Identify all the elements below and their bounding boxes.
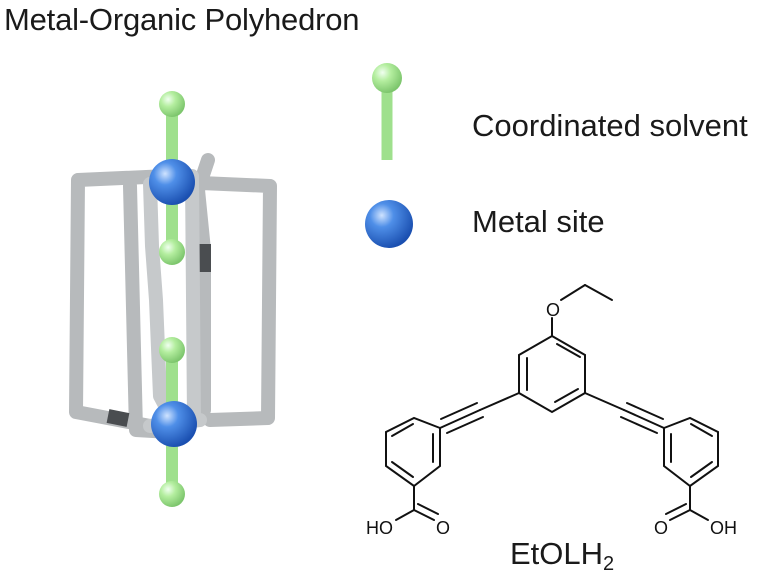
- ligand-atom-labels: O HO O O OH: [366, 300, 737, 538]
- left-hydroxyl-label: HO: [366, 518, 393, 538]
- right-hydroxyl-label: OH: [710, 518, 737, 538]
- ligand-name-base: EtOLH: [510, 536, 604, 571]
- legend-solvent-icon: [372, 63, 402, 160]
- legend-metal-icon: [365, 200, 413, 248]
- solvent-atom-bottom: [159, 481, 185, 507]
- central-ring: [518, 334, 586, 414]
- metal-site-lower: [151, 401, 197, 447]
- cage-model: [69, 91, 277, 507]
- ether-oxygen-label: O: [546, 300, 560, 320]
- left-ring: [385, 416, 441, 488]
- metal-site-upper: [149, 159, 195, 205]
- cage-shadow-lower: [106, 409, 130, 427]
- solvent-atom-upper-inner: [159, 239, 185, 265]
- left-carbonyl-label: O: [436, 518, 450, 538]
- ligand-structure: [385, 284, 719, 521]
- figure-title: Metal-Organic Polyhedron: [4, 2, 360, 37]
- legend-metal-label: Metal site: [472, 204, 605, 239]
- legend-solvent-label: Coordinated solvent: [472, 108, 748, 143]
- right-carbonyl-label: O: [654, 518, 668, 538]
- ligand-name: EtOLH2: [510, 536, 614, 576]
- solvent-atom-lower-inner: [159, 337, 185, 363]
- ligand-name-subscript: 2: [603, 553, 615, 575]
- right-ring: [663, 416, 719, 488]
- solvent-atom-top: [159, 91, 185, 117]
